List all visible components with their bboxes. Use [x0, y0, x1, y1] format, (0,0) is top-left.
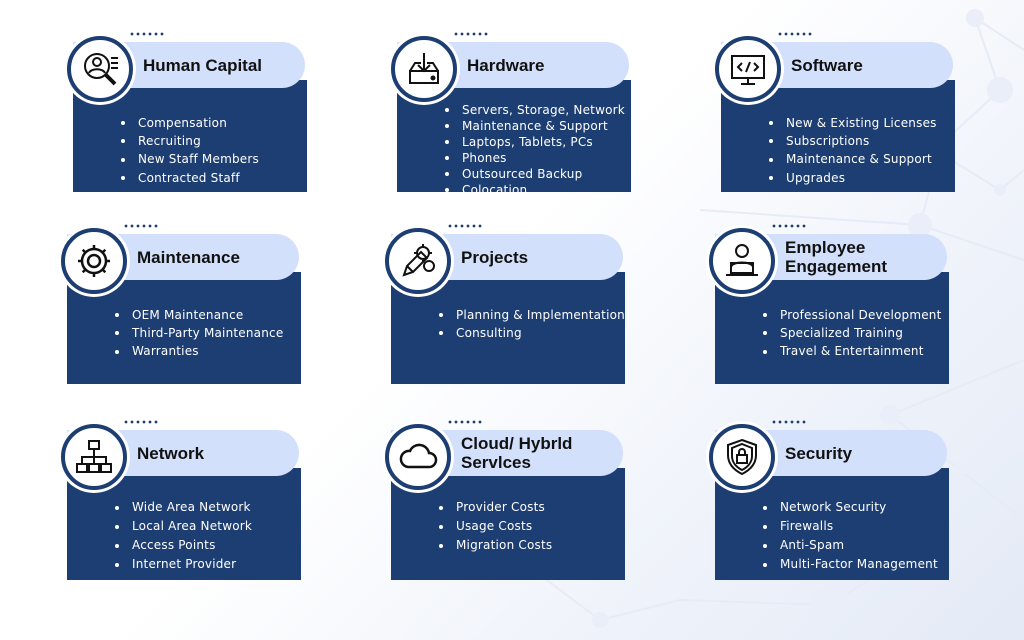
- person-laptop-icon: [726, 244, 758, 276]
- list-item: Local Area Network: [115, 517, 252, 536]
- list-item: Firewalls: [763, 517, 938, 536]
- list-item: Outsourced Backup: [445, 166, 625, 182]
- card-title: Hardware: [467, 55, 545, 75]
- list-item: Planning & Implementation: [439, 306, 625, 324]
- list-item: Third-Party Maintenance: [115, 324, 283, 342]
- list-item: Wide Area Network: [115, 498, 252, 517]
- list-item: Contracted Staff: [121, 169, 259, 187]
- dotted-accent: [777, 32, 813, 36]
- icon-circle: [709, 424, 775, 490]
- card-title: Maintenance: [137, 247, 240, 267]
- card-title: Employee Engagement: [785, 238, 888, 276]
- icon-circle: [67, 36, 133, 102]
- dotted-accent: [447, 420, 483, 424]
- code-monitor-icon: [731, 55, 765, 85]
- list-item: Migration Costs: [439, 536, 552, 555]
- gear-icon: [78, 245, 110, 277]
- list-item: Warranties: [115, 342, 283, 360]
- card-title: Software: [791, 55, 863, 75]
- card-title: Human Capital: [143, 55, 263, 75]
- list-item: Subscriptions: [769, 132, 937, 150]
- dotted-accent: [123, 224, 159, 228]
- card-title: Cloud/ Hybrld Servlces: [461, 434, 573, 472]
- list-item: Consulting: [439, 324, 625, 342]
- gears-pencil-icon: [402, 244, 435, 277]
- dotted-accent: [447, 224, 483, 228]
- shield-lock-icon: [727, 438, 757, 476]
- list-item: Phones: [445, 150, 625, 166]
- list-item: Multi-Factor Management: [763, 555, 938, 574]
- person-search-icon: [84, 53, 118, 86]
- icon-circle: [61, 228, 127, 294]
- icon-circle: [709, 228, 775, 294]
- dotted-accent: [771, 224, 807, 228]
- network-tree-icon: [76, 440, 112, 473]
- icon-circle: [61, 424, 127, 490]
- list-item: Servers, Storage, Network: [445, 102, 625, 118]
- list-item: Colocation: [445, 182, 625, 198]
- dotted-accent: [771, 420, 807, 424]
- list-item: Network Security: [763, 498, 938, 517]
- card-title: Projects: [461, 247, 529, 267]
- dotted-accent: [453, 32, 489, 36]
- card-title: Security: [785, 443, 853, 463]
- list-item: Recruiting: [121, 132, 259, 150]
- list-item: Laptops, Tablets, PCs: [445, 134, 625, 150]
- cloud-icon: [399, 443, 438, 469]
- card-title: Network: [137, 443, 205, 463]
- icon-circle: [391, 36, 457, 102]
- list-item: Maintenance & Support: [445, 118, 625, 134]
- server-download-icon: [409, 53, 439, 84]
- list-item: Specialized Training: [763, 324, 942, 342]
- list-item: OEM Maintenance: [115, 306, 283, 324]
- list-item: Anti-Spam: [763, 536, 938, 555]
- icon-circle: [385, 228, 451, 294]
- list-item: Travel & Entertainment: [763, 342, 942, 360]
- list-item: Upgrades: [769, 169, 937, 187]
- list-item: Professional Development: [763, 306, 942, 324]
- list-item: Maintenance & Support: [769, 150, 937, 168]
- list-item: New & Existing Licenses: [769, 114, 937, 132]
- list-item: Compensation: [121, 114, 259, 132]
- list-item: Usage Costs: [439, 517, 552, 536]
- dotted-accent: [123, 420, 159, 424]
- dotted-accent: [129, 32, 165, 36]
- icon-circle: [715, 36, 781, 102]
- list-item: New Staff Members: [121, 150, 259, 168]
- list-item: Access Points: [115, 536, 252, 555]
- list-item: Provider Costs: [439, 498, 552, 517]
- card-employee-engagement: Employee Engagement Professional Develop…: [709, 224, 949, 398]
- list-item: Internet Provider: [115, 555, 252, 574]
- icon-circle: [385, 424, 451, 490]
